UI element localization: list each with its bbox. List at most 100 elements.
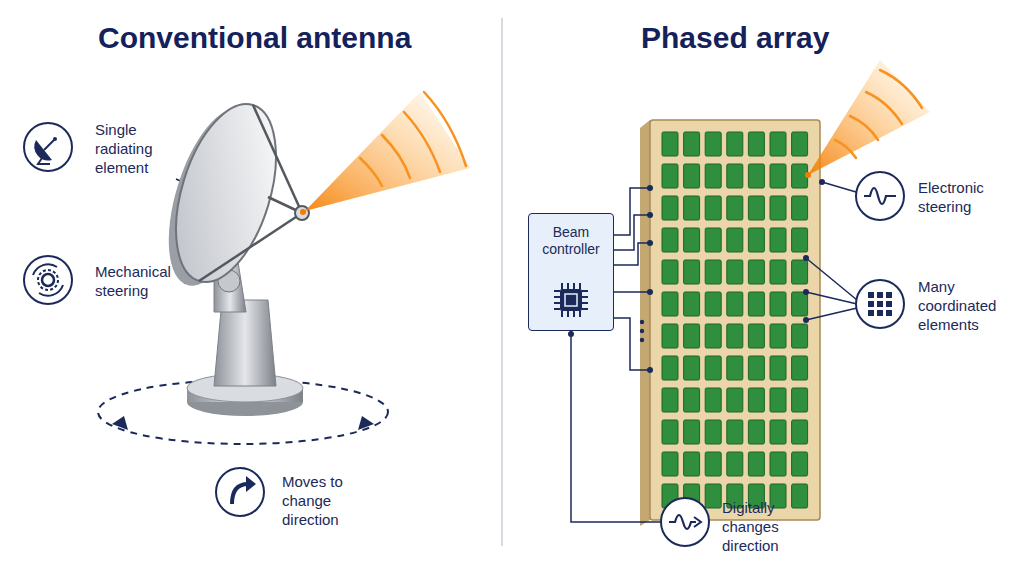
array-element: [748, 132, 764, 156]
array-element: [792, 260, 808, 284]
array-element: [662, 228, 678, 252]
array-element: [705, 452, 721, 476]
array-element: [684, 228, 700, 252]
array-element: [662, 324, 678, 348]
array-element: [727, 452, 743, 476]
array-element: [705, 484, 721, 508]
gear-icon: [24, 256, 72, 304]
array-element: [770, 420, 786, 444]
array-element: [792, 452, 808, 476]
array-element: [727, 324, 743, 348]
array-element: [684, 388, 700, 412]
array-element: [727, 196, 743, 220]
array-element: [684, 324, 700, 348]
array-element: [770, 260, 786, 284]
callout-text: Electronic steering: [918, 178, 1014, 216]
array-element: [684, 196, 700, 220]
pedestal: [187, 262, 303, 416]
array-element: [748, 292, 764, 316]
array-element: [770, 324, 786, 348]
controller-box: Beam controller: [528, 213, 614, 331]
wave-icon: [856, 172, 904, 220]
array-element: [770, 388, 786, 412]
array-element: [748, 356, 764, 380]
array-element: [792, 420, 808, 444]
array-element: [662, 196, 678, 220]
array-element: [770, 452, 786, 476]
array-element: [684, 164, 700, 188]
callout-text: Moves to change direction: [282, 472, 374, 529]
array-element: [705, 388, 721, 412]
array-element: [770, 292, 786, 316]
panel-title: Conventional antenna: [98, 20, 411, 56]
array-element: [748, 228, 764, 252]
array-element: [727, 420, 743, 444]
panel-title: Phased array: [641, 20, 829, 56]
array-element: [792, 292, 808, 316]
array-element: [705, 228, 721, 252]
array-element: [792, 132, 808, 156]
callout-text: Digitally changes direction: [722, 498, 814, 555]
array-element: [770, 196, 786, 220]
array-element: [748, 164, 764, 188]
array-element: [792, 196, 808, 220]
array-element: [748, 388, 764, 412]
array-element: [727, 292, 743, 316]
array-element: [727, 260, 743, 284]
array-element: [748, 324, 764, 348]
array-element: [748, 452, 764, 476]
array-element: [727, 388, 743, 412]
grid-icon: [856, 280, 904, 328]
array-element: [705, 260, 721, 284]
dish: [151, 92, 309, 296]
array-element: [705, 132, 721, 156]
array-element: [705, 324, 721, 348]
array-element: [705, 420, 721, 444]
array-element: [705, 164, 721, 188]
box-label: Beam controller: [529, 214, 613, 258]
array-element: [748, 196, 764, 220]
array-element: [662, 420, 678, 444]
divider: [501, 18, 503, 546]
array-element: [792, 324, 808, 348]
array-element: [705, 356, 721, 380]
array-element: [684, 452, 700, 476]
beam: [305, 92, 470, 211]
dish-icon: [24, 123, 72, 171]
callout-text: Many coordinated elements: [918, 277, 1018, 334]
array-element: [792, 228, 808, 252]
array-element: [662, 292, 678, 316]
array-element: [662, 356, 678, 380]
array-element: [684, 260, 700, 284]
leader-lines: [806, 182, 857, 320]
array-element: [662, 452, 678, 476]
array-element: [662, 388, 678, 412]
array-element: [662, 260, 678, 284]
array-element: [705, 292, 721, 316]
array-element: [684, 132, 700, 156]
array-panel: [640, 120, 820, 526]
callout-text: Mechanical steering: [95, 262, 195, 300]
array-element: [770, 356, 786, 380]
wave-icon: [661, 498, 709, 546]
array-element: [792, 388, 808, 412]
chip-icon: [551, 280, 591, 320]
array-element: [770, 164, 786, 188]
array-element: [684, 420, 700, 444]
array-element: [662, 132, 678, 156]
array-element: [662, 164, 678, 188]
array-element: [792, 356, 808, 380]
array-element: [792, 484, 808, 508]
array-element: [727, 132, 743, 156]
callout-text: Single radiating element: [95, 120, 185, 177]
array-element: [727, 356, 743, 380]
array-element: [770, 228, 786, 252]
arrow-icon: [216, 468, 264, 516]
array-element: [727, 228, 743, 252]
array-element: [684, 292, 700, 316]
array-element: [748, 260, 764, 284]
array-element: [705, 196, 721, 220]
array-element: [684, 356, 700, 380]
array-element: [727, 164, 743, 188]
